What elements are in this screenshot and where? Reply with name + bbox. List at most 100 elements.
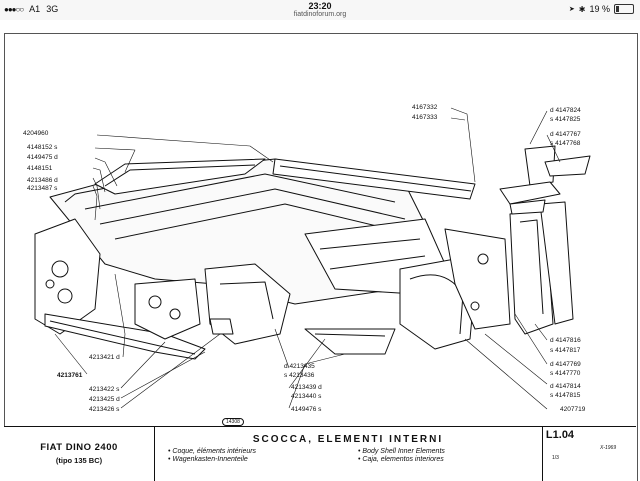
callout-4213486: 4213486 d (27, 177, 58, 185)
callout-4147815: s 4147815 (550, 392, 580, 400)
title-cell: SCOCCA, ELEMENTI INTERNI • Coque, élémen… (154, 427, 543, 481)
side-marker: s (550, 140, 554, 147)
part-number: 4213426 (89, 406, 115, 413)
part-number: 4148151 (27, 165, 53, 172)
callout-4213439: 4213439 d (291, 384, 322, 392)
translation-es: • Caja, elementos interiores (358, 456, 444, 463)
url-label[interactable]: fiatdinoforum.org (293, 11, 347, 18)
side-marker: d (284, 363, 288, 370)
callout-4213425: 4213425 d (89, 396, 120, 404)
translation-text: Caja, elementos interiores (362, 456, 444, 463)
clock: 23:20 (308, 1, 332, 11)
sheet-page: 1/3 (552, 455, 559, 461)
bluetooth-icon: ✱ (578, 4, 586, 14)
exploded-view-drawing (34, 107, 591, 410)
side-marker: s (550, 347, 554, 354)
part-number: 4213421 (89, 354, 115, 361)
translations-col-1: • Coque, éléments intérieurs • Wagenkast… (168, 448, 256, 464)
part-number: 4147825 (555, 116, 581, 123)
callout-4147768: s 4147768 (550, 140, 580, 148)
part-number: 4147770 (555, 370, 581, 377)
callout-4147825: s 4147825 (550, 116, 580, 124)
translation-fr: • Coque, éléments intérieurs (168, 448, 257, 455)
model-variant: (tipo 135 BC) (55, 456, 103, 465)
translation-en: • Body Shell Inner Elements (358, 448, 445, 455)
side-marker: d (550, 361, 554, 368)
part-number: 4213439 (291, 384, 317, 391)
callout-4167333: 4167333 (412, 114, 437, 122)
part-number: 4148152 (27, 144, 53, 151)
part-number: 4149476 (291, 406, 317, 413)
callout-4147824: d 4147824 (550, 107, 581, 115)
side-marker: s (318, 406, 322, 413)
callout-4167332: 4167332 (412, 104, 437, 112)
side-marker: d (550, 107, 554, 114)
translation-text: Body Shell Inner Elements (362, 448, 445, 455)
status-bar: ●●●○○ A1 3G 23:20 fiatdinoforum.org ➤ ✱ … (0, 0, 640, 20)
part-number: 4204960 (23, 130, 49, 137)
callout-4147817: s 4147817 (550, 347, 580, 355)
part-number: 4213486 (27, 177, 53, 184)
status-left: ●●●○○ A1 3G (4, 4, 58, 14)
model-cell: FIAT DINO 2400 (tipo 135 BC) (4, 427, 155, 481)
model-name: FIAT DINO 2400 (40, 442, 118, 453)
side-marker: s (116, 406, 120, 413)
part-number: 4147814 (555, 383, 581, 390)
code-cell: L1.04 1/3 X-1969 (542, 427, 636, 481)
location-icon: ➤ (568, 6, 575, 13)
sheet-date: X-1969 (600, 445, 617, 451)
callout-4147816: d 4147816 (550, 337, 581, 345)
part-number: 4147817 (555, 347, 581, 354)
part-number: 4147767 (555, 131, 581, 138)
side-marker: s (116, 386, 120, 393)
side-marker: s (550, 116, 554, 123)
side-marker: d (318, 384, 322, 391)
side-marker: s (284, 372, 288, 379)
translation-text: Coque, éléments intérieurs (172, 448, 257, 455)
side-marker: d (54, 154, 58, 161)
side-marker: d (550, 337, 554, 344)
callout-4213487: 4213487 s (27, 185, 57, 193)
callout-4213421: 4213421 d (89, 354, 120, 362)
side-marker: s (54, 144, 58, 151)
callout-4213422: 4213422 s (89, 386, 119, 394)
part-number: 4147816 (555, 337, 581, 344)
callout-4147770: s 4147770 (550, 370, 580, 378)
callout-4149476: 4149476 s (291, 406, 321, 414)
sheet-code: L1.04 (545, 429, 575, 441)
part-number: 4167332 (412, 104, 438, 111)
translation-text: Wagenkasten-Innenteile (172, 456, 248, 463)
drawing-reference-badge: 14308 (222, 418, 244, 426)
side-marker: s (54, 185, 58, 192)
part-number: 4147815 (555, 392, 581, 399)
part-number: 4213422 (89, 386, 115, 393)
part-number: 4167333 (412, 114, 438, 121)
part-number: 4147768 (555, 140, 581, 147)
side-marker: d (550, 383, 554, 390)
callout-4213435: d 4213435 (284, 363, 315, 371)
parts-drawing-sheet: 4204960 4148152 s 4149475 d 4148151 4213… (4, 33, 638, 481)
callout-4149475: 4149475 d (27, 154, 58, 162)
part-number: 4213440 (291, 393, 317, 400)
title-block: FIAT DINO 2400 (tipo 135 BC) SCOCCA, ELE… (4, 426, 636, 481)
callout-4147769: d 4147769 (550, 361, 581, 369)
side-marker: s (550, 392, 554, 399)
network-label: 3G (46, 4, 59, 14)
part-number: 4213435 (289, 363, 315, 370)
callout-4148152: 4148152 s (27, 144, 57, 152)
part-number: 4213487 (27, 185, 53, 192)
side-marker: d (550, 131, 554, 138)
callout-4207719: 4207719 (560, 406, 585, 414)
callout-4213440: 4213440 s (291, 393, 321, 401)
signal-icon: ●●●○○ (4, 4, 24, 14)
side-marker: s (550, 370, 554, 377)
part-number: 4207719 (560, 406, 586, 413)
battery-fill (616, 6, 619, 12)
side-marker: d (116, 396, 120, 403)
callout-4213761: 4213761 (57, 372, 82, 380)
side-marker: d (116, 354, 120, 361)
callout-4148151: 4148151 (27, 165, 52, 173)
callout-4213426: 4213426 s (89, 406, 119, 414)
callout-4147767: d 4147767 (550, 131, 581, 139)
battery-icon (614, 4, 634, 14)
